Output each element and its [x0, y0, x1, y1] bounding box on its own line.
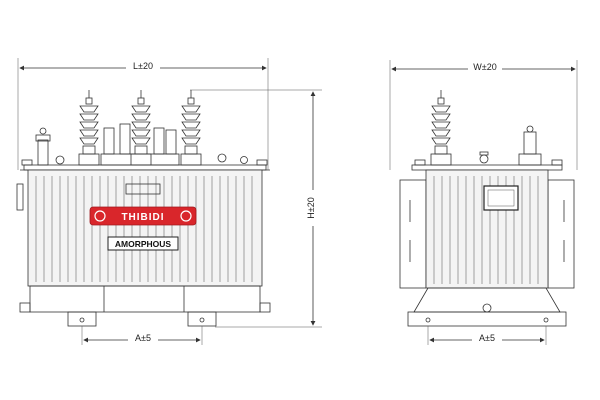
brand-logo-text: THIBIDI [121, 212, 164, 223]
side-fitting [16, 183, 24, 211]
height-dimension: H±20 [190, 89, 322, 328]
side-hv-bushing [430, 90, 452, 166]
cover-fittings [21, 127, 268, 166]
side-base-dimension: A±5 [427, 326, 547, 345]
front-base-label: A±5 [135, 333, 151, 343]
height-label: H±20 [306, 197, 316, 218]
nameplate: AMORPHOUS [107, 236, 179, 251]
front-view: L±20 H±20 [16, 58, 322, 345]
lifting-bracket [125, 183, 161, 195]
base-skids [67, 311, 217, 327]
tank-base [29, 285, 261, 313]
side-radiator-right [547, 179, 575, 289]
brand-logo: THIBIDI [89, 206, 197, 226]
width-dimension: W±20 [389, 60, 578, 170]
side-base-label: A±5 [479, 333, 495, 343]
hv-bushing-1 [78, 90, 100, 166]
tank-cover [23, 164, 267, 171]
tank-body [27, 169, 263, 287]
nameplate-text: AMORPHOUS [115, 239, 172, 249]
rating-plate [483, 185, 519, 211]
side-view: W±20 [389, 60, 578, 345]
width-label: W±20 [473, 62, 496, 72]
front-base-dimension: A±5 [81, 326, 203, 345]
side-lv-bushing [479, 125, 542, 166]
length-label: L±20 [133, 61, 153, 71]
length-dimension: L±20 [17, 58, 269, 170]
hv-bushing-3 [180, 90, 202, 166]
lv-bushings [100, 123, 180, 166]
side-radiator-left [399, 179, 427, 289]
side-base-frame [413, 287, 561, 313]
